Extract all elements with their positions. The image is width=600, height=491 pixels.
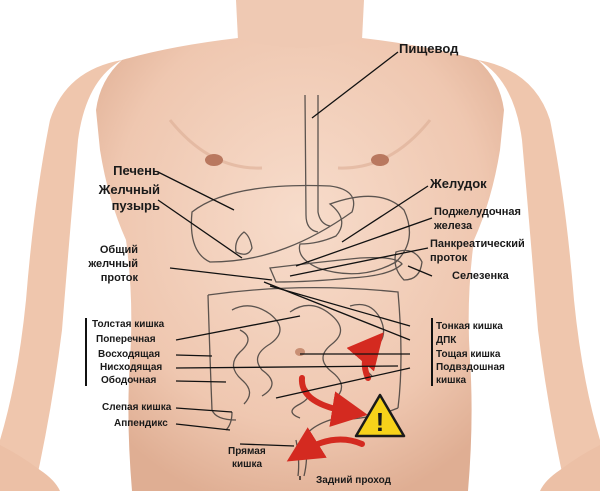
label-transverse: Поперечная	[96, 334, 156, 345]
label-bile-duct-line1: Общий	[99, 244, 138, 256]
label-esophagus: Пищевод	[399, 41, 459, 56]
label-appendix: Аппендикс	[114, 418, 168, 429]
organ-outlines	[190, 94, 423, 477]
leader-small-intestine	[269, 285, 411, 327]
label-ileum-line2: кишка	[436, 375, 467, 386]
right-nipple	[371, 154, 389, 166]
label-pancreatic-duct-line1: Панкреатический	[430, 238, 525, 250]
leader-appendix	[175, 423, 231, 431]
svg-text:!: !	[376, 407, 385, 437]
leader-transverse	[175, 315, 301, 341]
label-pancreatic-duct-line2: проток	[430, 252, 468, 264]
label-small-intestine: Тонкая кишка	[436, 321, 503, 332]
label-bile-duct-line3: проток	[100, 272, 138, 284]
leader-bile-duct	[169, 267, 273, 281]
leader-stomach	[341, 185, 429, 243]
label-sigmoid: Ободочная	[101, 375, 157, 386]
label-ileum-line1: Подвздошная	[436, 362, 505, 373]
label-rectum-line2: кишка	[232, 459, 263, 470]
label-jejunum: Тощая кишка	[436, 349, 501, 360]
label-bile-duct-line2: желчный	[88, 258, 138, 270]
arrow-across-bottom	[286, 427, 365, 462]
leader-ascending	[175, 354, 213, 357]
label-gallbladder-line2: пузырь	[111, 198, 160, 213]
label-rectum-line1: Прямая	[228, 446, 266, 457]
navel	[295, 348, 305, 356]
label-pancreas-line2: железа	[434, 220, 473, 232]
leader-spleen	[407, 265, 433, 277]
label-descending: Нисходящая	[100, 362, 163, 373]
leader-sigmoid	[175, 380, 227, 383]
leader-ileum	[275, 367, 411, 399]
label-gallbladder-line1: Желчный	[98, 182, 160, 197]
leader-pancreatic-duct	[289, 247, 429, 277]
arrow-curve-down	[298, 375, 368, 427]
label-duodenum: ДПК	[436, 335, 457, 346]
label-spleen: Селезенка	[452, 270, 509, 282]
label-cecum: Слепая кишка	[102, 402, 172, 413]
flow-arrows	[286, 332, 384, 462]
leader-cecum	[175, 407, 233, 413]
label-large-intestine: Толстая кишка	[92, 319, 165, 330]
leader-pancreas	[295, 217, 433, 267]
leader-gallbladder	[157, 199, 243, 259]
label-anus: Задний проход	[316, 475, 391, 486]
label-liver: Печень	[113, 163, 160, 178]
warning-triangle-icon: !	[354, 393, 406, 438]
label-ascending: Восходящая	[98, 349, 161, 360]
arrow-up-right	[346, 332, 384, 381]
leader-descending	[175, 365, 399, 369]
label-stomach: Желудок	[430, 176, 487, 191]
left-nipple	[205, 154, 223, 166]
leader-lines	[85, 51, 433, 480]
label-pancreas-line1: Поджелудочная	[434, 206, 521, 218]
leader-duodenum	[263, 281, 411, 341]
leader-liver	[157, 171, 235, 211]
leader-esophagus	[311, 51, 399, 119]
leader-rectum	[239, 443, 295, 447]
